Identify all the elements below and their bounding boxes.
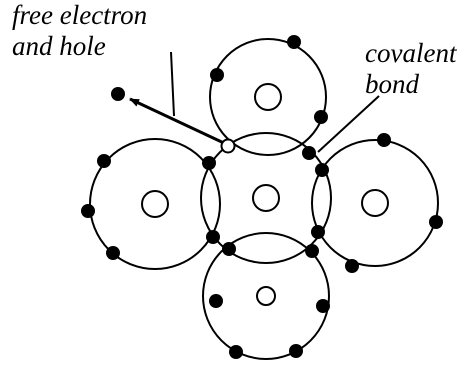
atom-bottom-shell: [202, 232, 330, 360]
covalent-bond-label: covalent bond: [365, 38, 456, 100]
electron: [209, 294, 223, 308]
atom-center-nucleus: [252, 184, 280, 212]
electron: [429, 215, 443, 229]
atom-bottom-nucleus: [256, 286, 276, 306]
atom-right: [311, 139, 439, 267]
free-electron-label-line2: and hole: [12, 31, 106, 61]
atom-center-shell: [200, 132, 332, 264]
electron: [302, 146, 316, 160]
electron: [202, 156, 216, 170]
electron: [222, 242, 236, 256]
electron: [289, 344, 303, 358]
electron: [311, 225, 325, 239]
electron: [315, 163, 329, 177]
electron: [314, 110, 328, 124]
electrons: [81, 35, 443, 359]
electron: [97, 154, 111, 168]
free-electron: [111, 87, 125, 101]
electron: [305, 244, 319, 258]
hole: [220, 138, 236, 154]
electron: [377, 133, 391, 147]
atom-top-shell: [209, 38, 327, 156]
atom-left-nucleus: [141, 190, 169, 218]
atom-top-nucleus: [254, 83, 282, 111]
covalent-bond-label-line2: bond: [365, 69, 419, 99]
electron: [206, 230, 220, 244]
free-electron-and-hole-label: free electron and hole: [12, 0, 147, 62]
electron-escape-arrow: [129, 97, 227, 146]
atom-right-shell: [311, 139, 439, 267]
electron: [287, 35, 301, 49]
atom-center: [200, 132, 332, 264]
electron: [229, 345, 243, 359]
atom-right-nucleus: [361, 189, 389, 217]
covalent-bond-label-line1: covalent: [365, 38, 457, 68]
electron: [210, 68, 224, 82]
atom-left-shell: [89, 138, 221, 270]
atom-left: [89, 138, 221, 270]
atom-top: [209, 38, 327, 156]
electron: [345, 259, 359, 273]
free-electron-leader-line: [170, 51, 175, 117]
electron: [81, 204, 95, 218]
electron: [106, 246, 120, 260]
free-electron-label-line1: free electron: [12, 0, 148, 30]
covalent-bond-leader-line: [317, 95, 380, 153]
electron: [316, 299, 330, 313]
atom-bottom: [202, 232, 330, 360]
